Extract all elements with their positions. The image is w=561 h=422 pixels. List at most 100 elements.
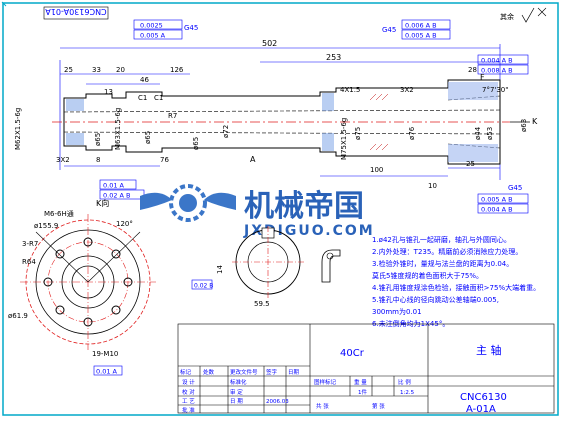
taper-angle: 7°7'30" [482, 86, 508, 94]
dim-126: 126 [170, 66, 184, 74]
dim-20: 20 [116, 66, 125, 74]
dia-619: ø61.9 [8, 312, 28, 320]
tb-date2: 日 期 [230, 398, 243, 405]
note-8: 6.未注倒角均为1X45°。 [372, 319, 449, 328]
tb-std: 标准化 [230, 378, 247, 386]
grind-mark-right: G45 [382, 26, 396, 34]
tb-date-val: 2006.03 [266, 399, 289, 405]
tb-scale-val: 1:2.5 [400, 390, 415, 396]
grind-mark-top: G45 [184, 24, 198, 32]
note-7: 300mm为0.01 [372, 307, 422, 316]
label-k: K [532, 117, 538, 126]
tb-design: 设 计 [182, 378, 195, 386]
dim-overall: 502 [262, 39, 277, 48]
thread-section-left [66, 99, 84, 111]
svg-text:0.008 A B: 0.008 A B [481, 67, 513, 75]
tb-check: 校 对 [182, 388, 195, 396]
material: 40Cr [340, 348, 365, 359]
chamfer-c1: C1 [138, 94, 147, 102]
title-block [177, 323, 555, 414]
thread-section-left-lower [66, 133, 84, 145]
dim-28: 28 [468, 66, 477, 74]
flange-section-upper [448, 82, 498, 100]
label-f: F [480, 73, 485, 82]
tb-craft: 工 艺 [182, 398, 195, 405]
dim-25b: 25 [466, 160, 475, 168]
label-a: A [250, 155, 256, 164]
dia-75: ø75 [354, 127, 362, 140]
svg-text:0.006 A B: 0.006 A B [405, 22, 437, 30]
dia-53: ø53 [486, 127, 494, 140]
tol-hole-frame [93, 365, 123, 376]
dia-44: ø44 [474, 126, 482, 140]
grind-mark-bottom: G45 [508, 184, 522, 192]
dia-63: ø63 [520, 119, 528, 132]
drawing-no-2: A-01A [466, 404, 496, 415]
dia-thread-mid: M63X1.5-6g [114, 108, 122, 150]
tb-review: 审 定 [230, 388, 243, 396]
dim-4x15: 4X1.5 [340, 86, 360, 94]
angle-120: 120° [116, 220, 133, 228]
flange-section-lower [448, 144, 498, 162]
radius-r64: R64 [22, 258, 36, 266]
dim-595: 59.5 [254, 300, 270, 308]
drawing-no-1: CNC6130 [460, 392, 507, 403]
svg-text:0.01 A: 0.01 A [103, 182, 125, 190]
tb-stage: 图样标记 [314, 378, 337, 386]
dia-thread-right: M75X1.5-6g [340, 118, 348, 160]
note-3: 3.检验外锥时，量规与法兰盘的距离为0.04。 [372, 259, 513, 268]
watermark-logo [140, 184, 236, 222]
radius-r7: R7 [168, 112, 177, 120]
tolerance-frame-top-right: 0.006 A B 0.005 A B [401, 19, 451, 40]
holes-bottom-callout: 19-M10 [92, 350, 118, 358]
tol-hole: 0.01 A [96, 368, 118, 376]
holes-callout: M6-6H通 [44, 209, 74, 218]
watermark-cn: 机械帝国 [244, 189, 364, 224]
section-a-view [232, 226, 304, 298]
chamfer-c1b: C1 [154, 94, 163, 102]
dim-33: 33 [92, 66, 101, 74]
dim-13: 13 [104, 88, 113, 96]
tb-sign: 签字 [266, 368, 278, 376]
dia-65-mid: ø65 [144, 131, 152, 144]
tb-count-label: 共 张 [316, 402, 329, 410]
tolerance-frame-bottom-right: 0.005 A B 0.004 A B [477, 193, 529, 214]
dia-155: ø155.9 [34, 222, 58, 230]
tolerance-frame-right: 0.004 A B 0.008 A B [477, 54, 529, 75]
watermark-en: JXDIGUO.COM [243, 223, 375, 239]
note-4: 莫氏5锥度规的着色面积大于75%。 [372, 271, 483, 280]
sheet-border [2, 2, 559, 416]
thread-section-mid [322, 93, 334, 111]
dim-76: 76 [160, 156, 169, 164]
dia-65-left: ø65 [94, 133, 102, 146]
notes-block: 1.ø42孔与锥孔一起研磨，轴孔与外圆同心。 2.内外处理：T235。精磨前必须… [372, 235, 540, 328]
dim-bottom-3x2: 3X2 [56, 156, 70, 164]
dim-10: 10 [428, 182, 437, 190]
dim-253: 253 [326, 53, 341, 62]
svg-text:0.0025: 0.0025 [140, 22, 163, 30]
corner-code: CNC6130A-01A [45, 7, 107, 16]
tb-count: 处数 [203, 368, 215, 376]
dim-3x2: 3X2 [400, 86, 414, 94]
radius-3r7: 3-R7 [22, 240, 38, 248]
tol-a-sec: 0.02 B [194, 283, 213, 290]
dim-8: 8 [96, 156, 100, 164]
view-k-label: K向 [96, 198, 109, 208]
tb-date: 日期 [288, 369, 300, 376]
tb-scale: 比 例 [398, 378, 411, 386]
thread-section-mid-lower [322, 133, 334, 151]
tb-sheet-label: 第 张 [372, 402, 385, 410]
tb-mark: 标记 [180, 368, 192, 376]
dim-100: 100 [370, 166, 383, 174]
note-6: 5.锥孔中心线的径向跳动公差轴端0.005, [372, 295, 499, 304]
svg-text:0.005 A B: 0.005 A B [405, 32, 437, 40]
tb-weight: 重 量 [354, 378, 367, 386]
svg-text:0.004 A B: 0.004 A B [481, 57, 513, 65]
surface-rest-label: 其余 [500, 12, 514, 21]
roughness-symbol [521, 7, 535, 23]
tolerance-frame-top-left: 0.0025 0.005 A [133, 19, 183, 40]
flange-view [20, 214, 156, 350]
tb-qty: 1件 [358, 388, 367, 396]
